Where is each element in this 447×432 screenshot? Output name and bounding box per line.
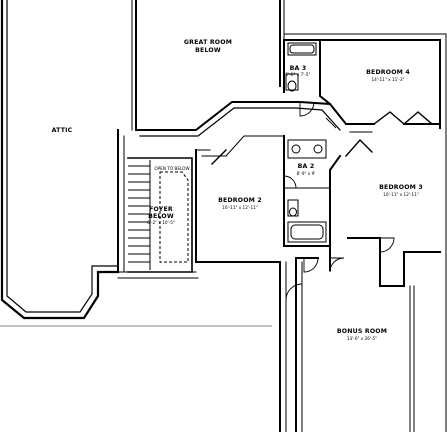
hall-rail — [135, 101, 348, 131]
ba2-label: BA 2 — [298, 163, 315, 170]
attic-outer-wall — [0, 0, 120, 320]
foyer-dims: 6'-2" x 10'-5" — [147, 220, 175, 225]
bonus-room-dims: 13'-6" x 26'-5" — [347, 336, 377, 341]
door-swings — [283, 101, 395, 301]
ba3-label: BA 3 — [290, 65, 307, 72]
bonus-room-label: BONUS ROOM — [337, 328, 387, 335]
ba3-walls — [283, 39, 332, 106]
bedroom4-outer-wall — [283, 39, 441, 129]
foyer-open-note: OPEN TO BELOW — [154, 166, 189, 171]
ba2-walls — [283, 135, 342, 247]
bedroom4-dims: 14'-11" x 11'-3" — [372, 77, 405, 82]
bedroom3-dims: 10'-11" x 12'-11" — [383, 192, 419, 197]
stairs — [128, 160, 189, 270]
bedroom2-dims: 10'-11" x 12'-11" — [222, 205, 258, 210]
foyer-label: FOYER — [149, 206, 173, 213]
great-room-sub: BELOW — [195, 47, 221, 54]
bedroom4-label: BEDROOM 4 — [366, 69, 410, 76]
great-room-label: GREAT ROOM — [184, 39, 232, 46]
ba3-dims: 5'-0" x 7'-5" — [286, 72, 311, 77]
ba3-fixtures — [285, 42, 317, 92]
bedroom3-walls — [345, 123, 441, 287]
foyer-sub: BELOW — [148, 213, 174, 220]
bedroom2-label: BEDROOM 2 — [218, 197, 262, 204]
attic-inner-wall — [6, 0, 119, 313]
bonus-room-walls — [295, 245, 331, 432]
room-labels: GREAT ROOM BELOW ATTIC BA 3 5'-0" x 7'-5… — [52, 39, 423, 341]
ba2-dims: 8'-9" x 9' — [297, 171, 316, 176]
attic-label: ATTIC — [52, 127, 73, 134]
bedroom3-label: BEDROOM 3 — [379, 184, 423, 191]
bedroom2-walls — [195, 149, 281, 432]
ba2-fixtures — [287, 139, 327, 243]
